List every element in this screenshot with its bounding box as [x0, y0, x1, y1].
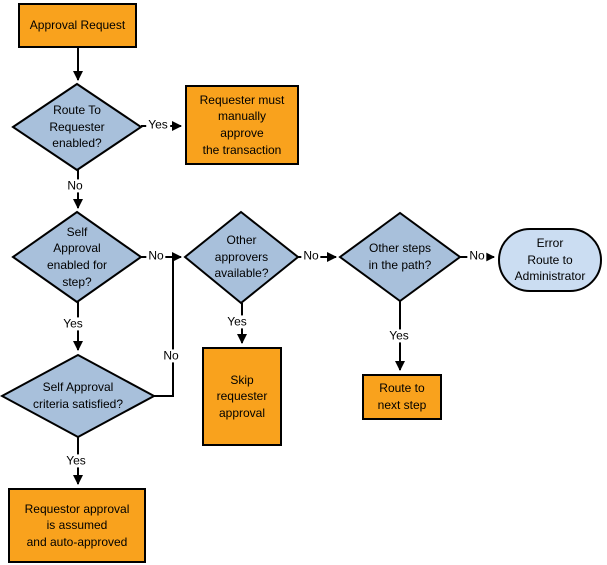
decision-self-approval-enabled-shape	[11, 210, 143, 304]
edge-label-route-no: No	[65, 178, 85, 193]
process-route-to-next-step: Route to next step	[362, 374, 442, 420]
decision-other-approvers-shape	[183, 210, 300, 305]
decision-self-approval-enabled-label: Self Approval enabled for step?	[46, 224, 108, 289]
decision-other-approvers-label: Other approvers available?	[214, 233, 269, 281]
process-skip-requester-approval: Skip requester approval	[202, 347, 282, 446]
decision-self-approval-criteria-shape	[0, 353, 157, 439]
edge-label-criteria-yes: Yes	[64, 453, 88, 468]
process-approval-request: Approval Request	[18, 3, 137, 48]
decision-other-steps-shape	[338, 211, 462, 303]
process-requestor-auto-approved: Requestor approval is assumed and auto-a…	[8, 488, 146, 563]
decision-route-to-requester-shape	[11, 82, 143, 172]
decision-self-approval-criteria-label: Self Approval criteria satisfied?	[32, 380, 124, 411]
edge-label-self-enabled-no: No	[146, 248, 166, 263]
decision-other-steps-label: Other steps in the path?	[368, 241, 432, 272]
edge-label-other-approvers-no: No	[301, 248, 321, 263]
terminator-error-route-to-administrator: Error Route to Administrator	[498, 228, 602, 292]
edge-label-other-steps-no: No	[467, 248, 487, 263]
decision-route-to-requester-label: Route To Requester enabled?	[49, 103, 105, 151]
edge-label-criteria-no: No	[161, 348, 181, 363]
edge-label-other-steps-yes: Yes	[387, 328, 411, 343]
process-requester-manual-approve: Requester must manually approve the tran…	[185, 85, 299, 165]
edge-label-other-approvers-yes: Yes	[225, 314, 249, 329]
edge-label-self-enabled-yes: Yes	[61, 316, 85, 331]
edge-label-route-yes: Yes	[146, 117, 170, 132]
edge-criteria-no	[154, 258, 174, 397]
